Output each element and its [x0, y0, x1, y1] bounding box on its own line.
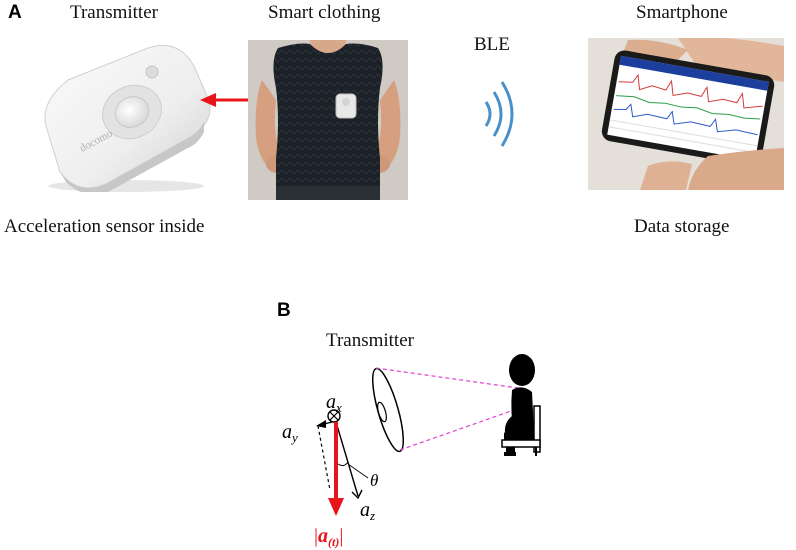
theta-arc — [337, 461, 349, 467]
cone-base — [371, 367, 405, 453]
magnitude-label: |a(t)| — [314, 525, 343, 549]
ay-label: ay — [282, 421, 298, 445]
smartphone-photo — [588, 38, 784, 190]
panel-b-transmitter-label: Transmitter — [326, 330, 414, 351]
sensor-caption: Acceleration sensor inside — [4, 216, 205, 237]
ble-label: BLE — [474, 34, 510, 55]
storage-caption: Data storage — [634, 216, 730, 237]
smartphone-label: Smartphone — [636, 2, 728, 23]
wifi-signal-icon — [484, 81, 514, 147]
smart-clothing-label: Smart clothing — [268, 2, 381, 23]
theta-label: θ — [370, 471, 378, 490]
smart-clothing-photo — [248, 40, 408, 200]
ay-dashed — [317, 425, 331, 491]
cone-inner — [377, 401, 387, 423]
transmitter-photo: docomo — [28, 40, 214, 192]
chair-icon — [501, 405, 541, 456]
az-arrow — [335, 421, 359, 497]
transmitter-label: Transmitter — [70, 2, 158, 23]
ax-label: ax — [326, 391, 342, 415]
az-label: az — [360, 499, 375, 523]
panel-a-letter: A — [8, 2, 22, 23]
accelerometer-diagram: ax ay θ az |a(t)| — [282, 354, 541, 549]
cone-line-top — [375, 367, 519, 389]
panel-b-letter: B — [277, 300, 291, 321]
cone-line-bottom — [399, 409, 515, 451]
